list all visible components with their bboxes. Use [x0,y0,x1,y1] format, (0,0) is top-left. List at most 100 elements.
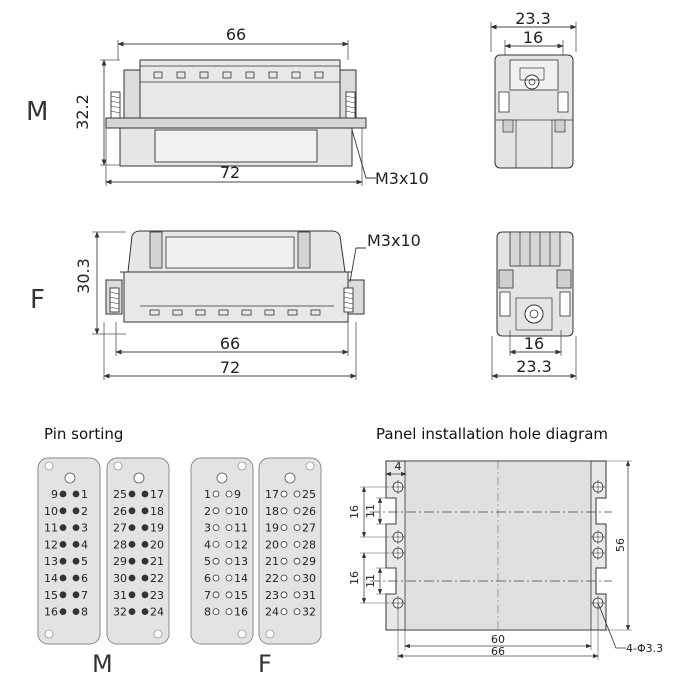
pin-contact [128,524,136,531]
pin-contact [141,524,149,531]
panel-hole-diagram: 4 16 11 16 11 56 60 66 4-Φ3. [348,460,663,660]
pin-number: 6 [204,572,211,585]
pin-number: 14 [44,572,58,585]
pin-contact [128,574,136,582]
pin-number: 21 [265,555,279,568]
pin-contact [128,507,136,515]
m-front-height: 32.2 [73,94,92,130]
m-front-width-outer: 72 [220,163,240,182]
f-front-width-inner: 66 [220,334,240,353]
pin-contact [293,591,301,599]
pin-contact [59,507,67,515]
pin-contact [293,507,301,515]
pin-number: 3 [204,522,211,535]
panel-hole-note: 4-Φ3.3 [626,642,663,655]
pin-number: 9 [234,488,241,501]
pin-number: 23 [265,589,279,602]
pin-number: 11 [234,522,248,535]
f-side-view: 16 23.3 [491,231,577,380]
m-side-view: 23.3 16 [490,9,577,169]
pin-contact [225,507,233,515]
pin-contact [225,541,233,548]
pin-contact [293,541,301,548]
ground-icon [64,472,296,484]
pin-contact [225,591,233,599]
pin-number: 2 [204,505,211,518]
pin-number: 22 [265,572,279,585]
pin-number: 2 [81,505,88,518]
pin-number: 18 [265,505,279,518]
pin-contact [72,574,80,582]
pin-number: 22 [150,572,164,585]
pin-number: 31 [113,589,127,602]
pin-contact [225,490,233,498]
pin-number: 18 [150,505,164,518]
pin-contact [128,541,136,548]
pin-number: 28 [113,538,127,551]
pin-contact [128,591,136,599]
pin-number: 4 [204,538,211,551]
pin-number: 6 [81,572,88,585]
pin-contact [72,591,80,599]
pin-number: 7 [204,589,211,602]
pin-number: 28 [302,538,316,551]
pin-contact [293,574,301,582]
pin-contact [72,557,80,565]
panel-diagram-title: Panel installation hole diagram [376,425,609,443]
pin-contact [141,591,149,599]
f-front-width-outer: 72 [220,358,240,377]
pin-number: 31 [302,589,316,602]
pin-number: 30 [302,572,316,585]
pin-number: 16 [44,606,58,619]
pin-number: 10 [234,505,248,518]
pin-number: 21 [150,555,164,568]
f-side-width-outer: 23.3 [516,357,552,376]
pin-contact [141,541,149,548]
pin-contact [59,608,67,615]
pin-number: 26 [302,505,316,518]
pin-contact [59,591,67,599]
pin-number: 8 [204,606,211,619]
pin-contact [72,541,80,548]
pin-contact [293,608,301,615]
m-screw-label: M3x10 [375,169,429,188]
panel-dim-11-lower: 11 [364,574,377,588]
pin-contact [212,591,220,599]
pin-contact [212,541,220,548]
pin-contact [212,608,220,615]
pin-contact [59,490,67,498]
pin-contact [225,574,233,582]
pin-contact [141,557,149,565]
pin-contact [280,608,288,615]
panel-dim-11-upper: 11 [364,504,377,518]
pin-contact [280,574,288,582]
pin-contact [72,608,80,615]
pin-number: 30 [113,572,127,585]
pin-number: 3 [81,522,88,535]
f-front-height: 30.3 [74,258,93,294]
pin-contact [212,557,220,565]
pin-number: 27 [113,522,127,535]
pin-number: 8 [81,606,88,619]
pin-label-f: F [258,650,272,678]
pin-number: 32 [302,606,316,619]
pin-number: 5 [81,555,88,568]
pin-contact [212,524,220,531]
pin-number: 16 [234,606,248,619]
pin-number: 15 [44,589,58,602]
pin-contact [293,557,301,565]
pin-contact [72,507,80,515]
pin-contact [280,541,288,548]
m-front-width-inner: 66 [226,25,246,44]
pin-contact [225,557,233,565]
pin-contact [141,507,149,515]
pin-label-m: M [92,650,113,678]
panel-dim-60: 60 [491,633,505,646]
pin-contact [225,608,233,615]
pin-contact [280,490,288,498]
pin-number: 13 [234,555,248,568]
pin-number: 11 [44,522,58,535]
